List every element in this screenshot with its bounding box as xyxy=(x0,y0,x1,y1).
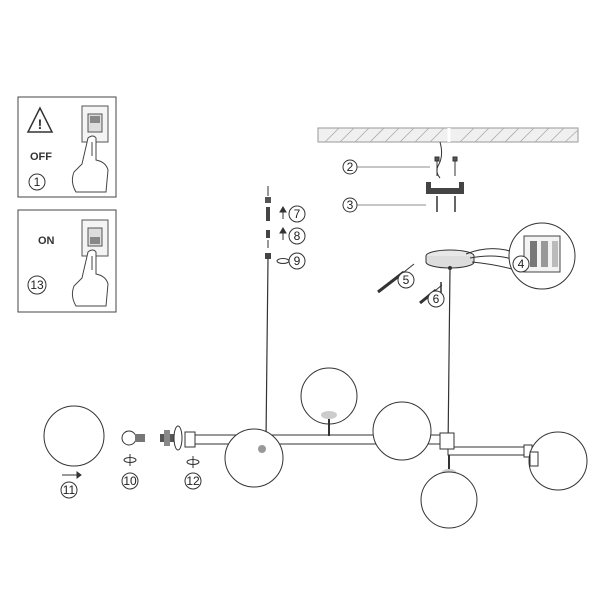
svg-text:!: ! xyxy=(38,116,43,132)
callout-2: 2 xyxy=(347,160,354,174)
globe-shade xyxy=(528,431,588,491)
loose-globe xyxy=(43,405,105,467)
light-bulb-icon xyxy=(121,430,145,446)
off-label: OFF xyxy=(30,151,52,163)
socket-holder-icon xyxy=(160,425,183,451)
panel-switch-on: ON 13 xyxy=(17,209,117,313)
hand-pressing-icon xyxy=(71,249,109,307)
wall-switch-icon xyxy=(81,219,109,257)
callout-11: 11 xyxy=(63,483,76,497)
panel-switch-off: ! OFF 1 xyxy=(17,96,117,198)
callout-6: 6 xyxy=(433,292,440,306)
callout-9: 9 xyxy=(294,254,301,268)
callout-10: 10 xyxy=(123,474,137,488)
chandelier-arm xyxy=(184,431,533,458)
callout-7: 7 xyxy=(294,207,301,221)
globe-shade xyxy=(420,455,478,529)
on-label: ON xyxy=(38,235,55,247)
cable-parts xyxy=(265,186,271,441)
callout-5: 5 xyxy=(403,273,410,287)
callout-12: 12 xyxy=(186,474,200,488)
warning-icon: ! xyxy=(26,106,54,133)
ceiling xyxy=(317,127,579,143)
globe-shade xyxy=(372,401,432,461)
step-1-number: 1 xyxy=(34,175,41,189)
callout-4: 4 xyxy=(518,257,525,271)
globe-shade xyxy=(300,367,358,436)
callout-8: 8 xyxy=(294,229,301,243)
mounting-bracket xyxy=(426,182,464,212)
step-13-number: 13 xyxy=(30,278,44,292)
wall-anchors xyxy=(434,156,458,176)
hand-pressing-icon xyxy=(71,135,109,193)
wall-switch-icon xyxy=(81,105,109,143)
suspension-rod xyxy=(447,267,451,451)
canopy xyxy=(425,249,475,270)
terminal-block-detail xyxy=(508,222,576,290)
globe-shade xyxy=(224,428,284,488)
callout-3: 3 xyxy=(347,198,354,212)
